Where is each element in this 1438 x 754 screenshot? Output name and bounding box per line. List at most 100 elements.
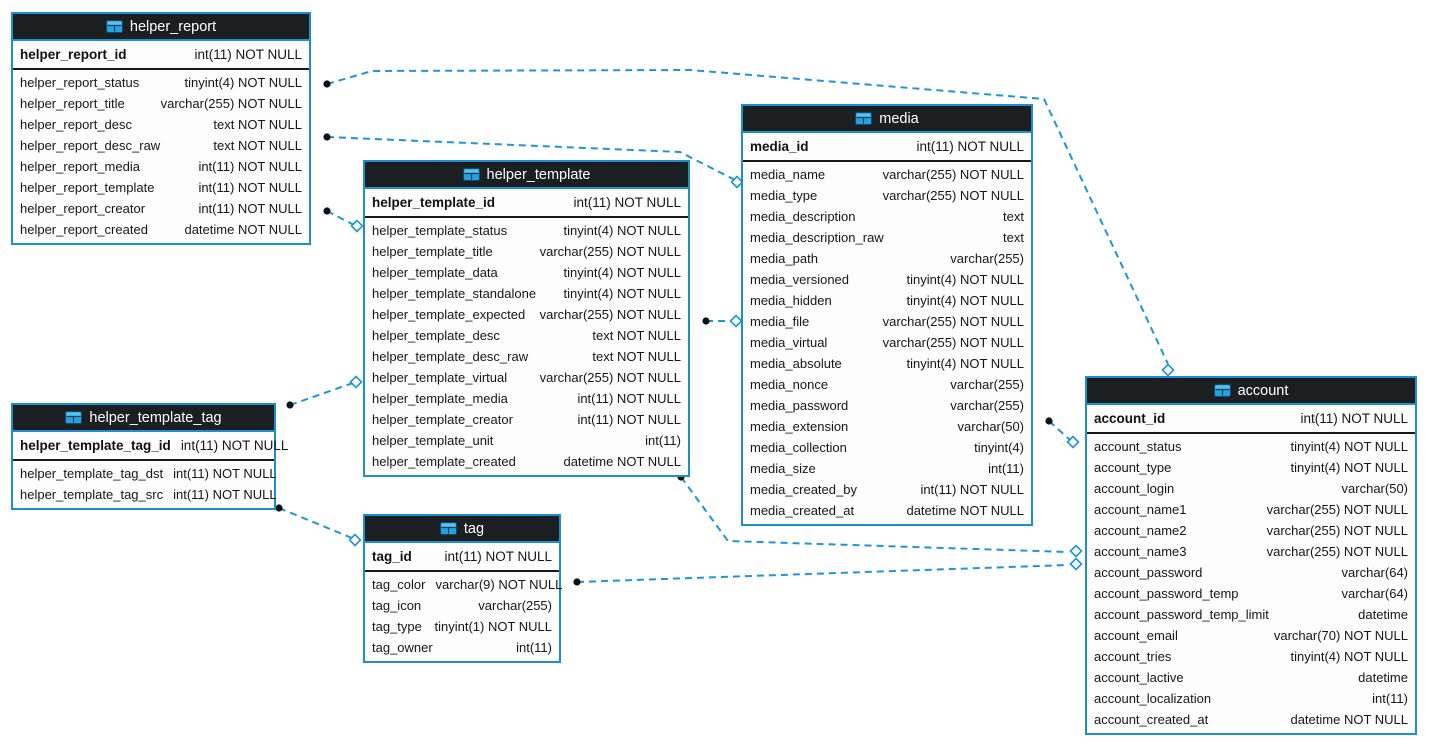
column-type: text bbox=[1003, 230, 1024, 245]
column-type: varchar(255) NOT NULL bbox=[539, 307, 681, 322]
column-type: varchar(255) NOT NULL bbox=[1266, 523, 1408, 538]
relation-line-tag-account[interactable] bbox=[576, 564, 1069, 583]
column-type: tinyint(4) NOT NULL bbox=[1290, 439, 1408, 454]
column-name: helper_template_standalone bbox=[372, 286, 537, 301]
column-name: account_name3 bbox=[1094, 544, 1187, 559]
column-name: helper_template_status bbox=[372, 223, 508, 238]
column-name: helper_template_media bbox=[372, 391, 508, 406]
column-name: media_created_at bbox=[750, 503, 855, 518]
column-row[interactable]: helper_template_media int(11) NOT NULL bbox=[365, 388, 688, 409]
relation-line-helper_template_tag-helper_template[interactable] bbox=[289, 382, 354, 406]
column-name: account_id bbox=[1094, 411, 1166, 426]
table-header[interactable]: media bbox=[743, 106, 1031, 133]
relation-line-helper_report-account[interactable] bbox=[326, 68, 1169, 365]
column-type: datetime NOT NULL bbox=[906, 503, 1024, 518]
relation-line-media-account[interactable] bbox=[1048, 420, 1071, 441]
table-header[interactable]: helper_report bbox=[13, 14, 309, 41]
table-header[interactable]: helper_template bbox=[365, 162, 688, 189]
column-row[interactable]: media_created_at datetime NOT NULL bbox=[743, 500, 1031, 521]
column-type: tinyint(1) NOT NULL bbox=[434, 619, 552, 634]
column-type: int(11) NOT NULL bbox=[577, 391, 681, 406]
relation-line-helper_report-media[interactable] bbox=[326, 136, 736, 181]
table-icon bbox=[1213, 384, 1231, 397]
table-header[interactable]: helper_template_tag bbox=[13, 405, 274, 432]
relation-line-helper_report-helper_template[interactable] bbox=[326, 210, 355, 226]
table-header[interactable]: tag bbox=[365, 516, 559, 543]
table-header[interactable]: account bbox=[1087, 378, 1415, 405]
column-type: varchar(9) NOT NULL bbox=[435, 577, 563, 592]
relation-line-helper_template_tag-tag[interactable] bbox=[278, 507, 353, 539]
relation-line-helper_template-account[interactable] bbox=[680, 476, 1069, 553]
